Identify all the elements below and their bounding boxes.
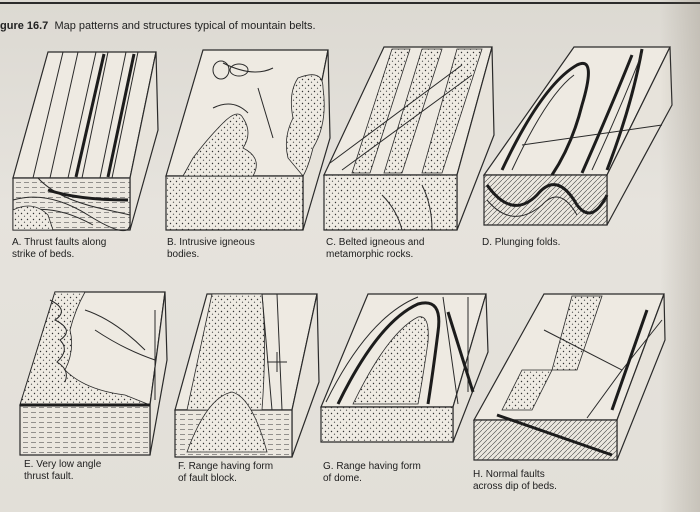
block-diagram-f — [174, 293, 320, 458]
block-diagram-d — [482, 46, 673, 226]
top-rule — [0, 2, 700, 4]
panel-f-label: F. Range having form of fault block. — [178, 461, 274, 484]
figure-title: Map patterns and structures typical of m… — [54, 20, 316, 32]
block-diagram-h — [472, 293, 666, 461]
block-diagram-c — [323, 46, 495, 231]
block-diagram-b — [165, 49, 331, 231]
panel-b-label: B. Intrusive igneous bodies. — [167, 237, 255, 260]
page-edge-shadow — [660, 0, 700, 512]
panel-a-label: A. Thrust faults along strike of beds. — [12, 237, 107, 260]
panel-c-label: C. Belted igneous and metamorphic rocks. — [326, 237, 425, 260]
figure-number: gure 16.7 — [0, 20, 49, 32]
block-diagram-g — [320, 293, 489, 443]
block-diagram-a — [12, 51, 159, 232]
panel-e-label: E. Very low angle thrust fault. — [24, 459, 102, 482]
panel-g-label: G. Range having form of dome. — [323, 461, 421, 484]
panel-h-label: H. Normal faults across dip of beds. — [473, 469, 557, 492]
panel-d-label: D. Plunging folds. — [482, 237, 561, 248]
block-diagram-e — [19, 291, 168, 456]
figure-caption: gure 16.7 Map patterns and structures ty… — [0, 20, 316, 32]
